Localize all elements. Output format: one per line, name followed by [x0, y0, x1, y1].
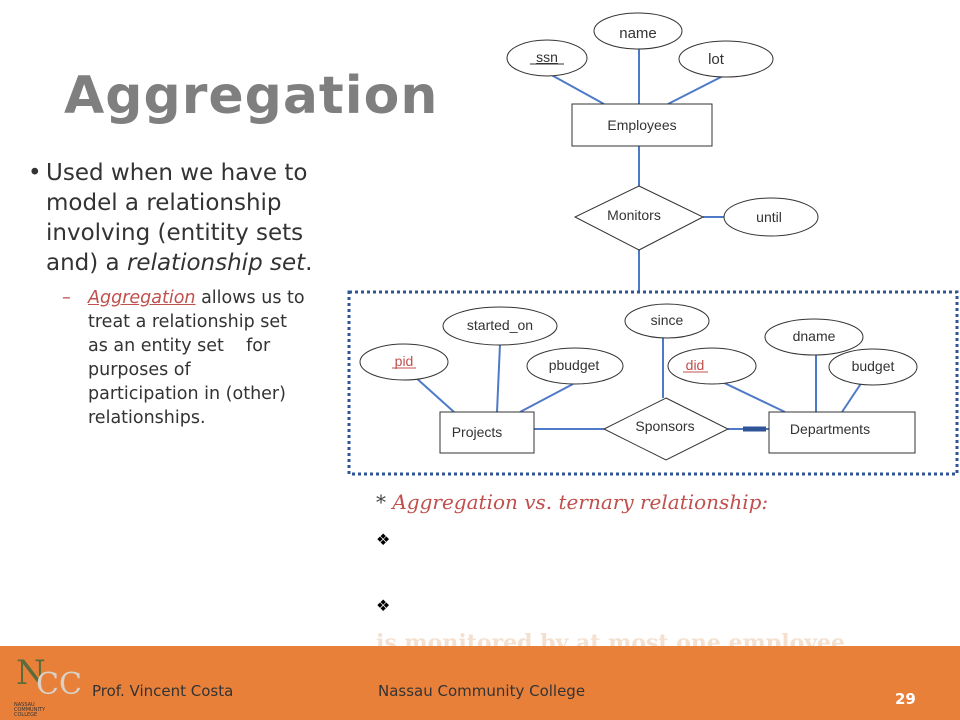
monitors-label: Monitors [607, 207, 661, 223]
dname-attribute [764, 318, 864, 356]
college-name: Nassau Community College [378, 682, 586, 700]
name-attribute [593, 12, 683, 50]
logo-caption: COLLEGE [14, 712, 37, 716]
sub-bullet-text: allows us to [195, 288, 305, 308]
college-logo: N CC NASSAU COMMUNITY COLLEGE [14, 653, 82, 716]
bullet-list: • Used when we have to model a relations… [28, 158, 358, 430]
sub-bullet-line: purposes of [88, 360, 191, 380]
aggregation-box [347, 290, 959, 476]
logo-c: CC [36, 667, 82, 702]
professor-name: Prof. Vincent Costa [92, 682, 234, 700]
logo-caption: NASSAU [14, 702, 35, 708]
pid-attribute [359, 343, 449, 381]
sub-bullet-dash: – [62, 288, 71, 308]
sponsors-relationship [602, 397, 730, 461]
projects-label: Projects [452, 424, 503, 440]
note-text: Aggregation vs. ternary relationship: [392, 490, 769, 514]
ssn-employees-line [545, 71, 605, 105]
sub-bullet-line: Aggregation allows us to [88, 286, 358, 310]
sponsors-label: Sponsors [635, 418, 694, 434]
employees-entity [571, 103, 713, 147]
sub-bullet-line: relationships. [88, 408, 206, 428]
did-attribute [667, 347, 757, 385]
slide-footer: N CC NASSAU COMMUNITY COLLEGE Prof. Vinc… [0, 646, 960, 720]
bullet-dot: • [28, 160, 42, 186]
sub-bullet-line: participation in (other) [88, 384, 286, 404]
bullet-text: and) a [46, 250, 127, 276]
main-bullet: • Used when we have to model a relations… [28, 158, 358, 278]
ssn-attribute [506, 39, 588, 77]
since-label: since [651, 312, 684, 328]
slide-title: Aggregation [64, 66, 439, 126]
lot-label: lot [708, 51, 725, 68]
pid-label: pid [395, 353, 414, 369]
bullet-line: Used when we have to [46, 160, 308, 186]
diamond-bullet-icon: ❖ [376, 532, 391, 549]
bullet-line: model a relationship [46, 190, 282, 216]
budget-attribute [828, 348, 918, 386]
pbudget-projects-line [519, 383, 574, 413]
sub-bullet-line: as an entity set for [88, 336, 271, 356]
did-label: did [686, 357, 705, 373]
ssn-label: ssn [536, 49, 558, 65]
startedon-projects-line [496, 343, 501, 413]
comparison-note: * Aggregation vs. ternary relationship: [376, 490, 768, 514]
projects-entity [439, 411, 535, 454]
budget-departments-line [841, 381, 863, 413]
lot-attribute [678, 40, 774, 78]
budget-label: budget [852, 358, 895, 374]
since-attribute [624, 303, 710, 339]
name-label: name [619, 25, 657, 42]
lot-employees-line [667, 75, 724, 105]
started-on-label: started_on [467, 317, 533, 333]
departments-label: Departments [790, 421, 870, 437]
logo-caption: COMMUNITY [14, 707, 46, 713]
page-number: 29 [895, 690, 916, 708]
bullet-text: . [305, 250, 313, 276]
dname-label: dname [793, 328, 836, 344]
departments-entity [768, 411, 916, 454]
did-departments-line [715, 378, 786, 413]
monitors-relationship [573, 185, 705, 251]
pbudget-label: pbudget [549, 357, 600, 373]
diagram-connectors [413, 46, 863, 430]
sub-bullet: – Aggregation allows us to treat a relat… [28, 286, 358, 430]
pid-projects-line [413, 375, 455, 413]
aggregation-term: Aggregation [88, 288, 196, 308]
sub-bullet-line: treat a relationship set [88, 312, 288, 332]
pbudget-attribute [526, 347, 624, 385]
diamond-bullet-icon: ❖ [376, 598, 391, 615]
bullet-line: and) a relationship set. [46, 248, 358, 278]
bullet-italic-term: relationship set [126, 250, 306, 276]
until-label: until [756, 209, 782, 225]
until-attribute [723, 197, 819, 237]
started-on-attribute [442, 306, 558, 346]
bullet-line: involving (entitity sets [46, 220, 304, 246]
employees-label: Employees [607, 117, 676, 133]
logo-n: N [16, 653, 46, 693]
note-star: * [376, 490, 393, 514]
